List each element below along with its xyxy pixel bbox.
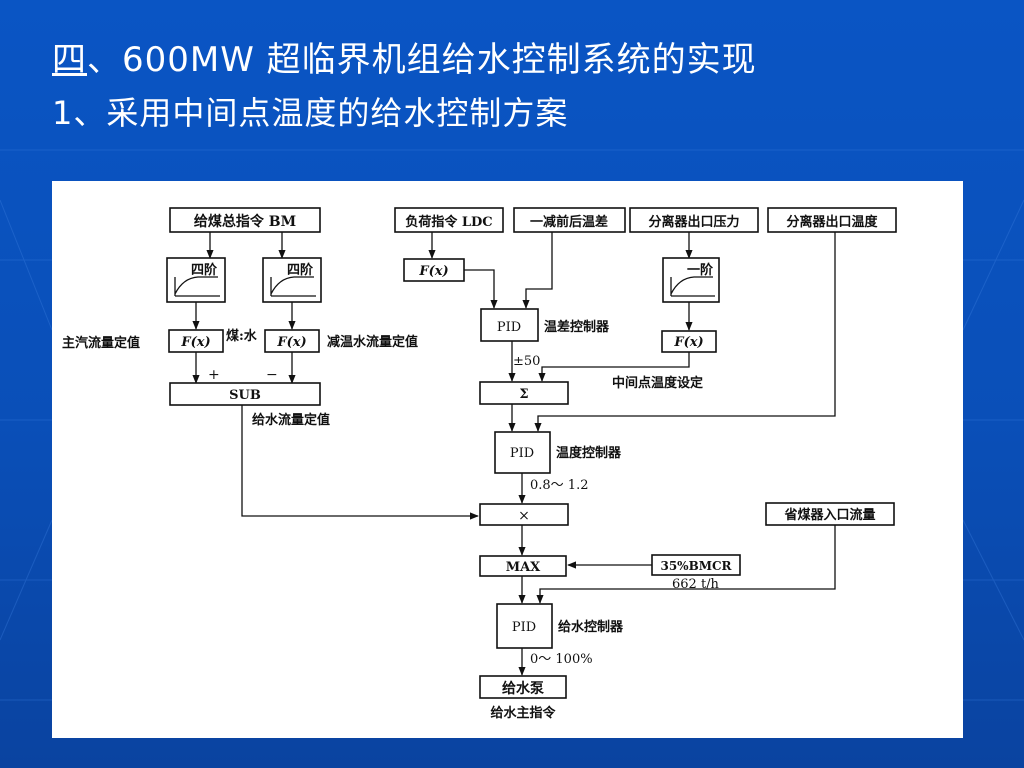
sigma-label: Σ <box>519 387 528 402</box>
pid-temp-box: PID <box>494 431 551 474</box>
slide-title: 四、600MW 超临界机组给水控制系统的实现 <box>52 32 757 81</box>
multiply-label: × <box>518 508 530 524</box>
fx-box-b: F(x) <box>264 329 320 353</box>
separator-temp-box: 分离器出口温度 <box>767 207 897 233</box>
feedwater-flow-setpoint-label: 给水流量定值 <box>252 412 330 428</box>
multiply-box: × <box>479 503 569 526</box>
bmcr-flow-label: 662 t/h <box>672 577 720 592</box>
economizer-flow-box: 省煤器入口流量 <box>765 502 895 526</box>
economizer-flow-label: 省煤器入口流量 <box>783 507 875 523</box>
load-command-label: 负荷指令 LDC <box>405 214 492 230</box>
temp-range-label: 0.8～ 1.2 <box>530 478 588 493</box>
sub-box: SUB <box>169 382 321 406</box>
limit-50-label: ±50 <box>513 354 540 369</box>
signal-lines <box>192 232 836 676</box>
temp-diff-label: 一减前后温差 <box>530 214 608 230</box>
coal-command-label: 给煤总指令 BM <box>194 213 296 230</box>
pid-temp-diff-box: PID <box>480 308 539 342</box>
max-label: MAX <box>506 560 541 575</box>
separator-pressure-label: 分离器出口压力 <box>648 214 739 230</box>
coal-water-ratio-label: 煤:水 <box>226 328 258 344</box>
fx-c-label: F(x) <box>418 264 448 279</box>
pid-fw-label: PID <box>512 620 536 635</box>
diagram-panel: 给煤总指令 BM 四阶 四阶 F(x) F(x) 主汽流量定值 煤:水 减温水流… <box>52 181 963 738</box>
feedwater-range-label: 0～ 100% <box>530 652 593 667</box>
lag4-b-label: 四阶 <box>287 262 314 278</box>
temp-controller-label: 温度控制器 <box>556 445 622 461</box>
bmcr-box: 35%BMCR <box>651 554 741 576</box>
desuperheat-flow-setpoint-label: 减温水流量定值 <box>327 334 418 350</box>
pump-label: 给水泵 <box>502 680 544 697</box>
coal-command-box: 给煤总指令 BM <box>169 207 321 233</box>
feedwater-main-command-label: 给水主指令 <box>490 705 556 721</box>
minus-sign: − <box>266 367 278 383</box>
feedwater-pump-box: 给水泵 <box>479 675 567 699</box>
max-box: MAX <box>479 555 567 577</box>
midpoint-temp-setpoint-label: 中间点温度设定 <box>612 375 703 391</box>
bmcr-label: 35%BMCR <box>660 559 732 573</box>
fx-d-label: F(x) <box>673 335 703 350</box>
main-steam-flow-setpoint-label: 主汽流量定值 <box>62 335 140 351</box>
plus-sign: + <box>208 367 220 383</box>
lag1-label: 一阶 <box>687 262 714 278</box>
fourth-order-lag-a: 四阶 <box>166 257 226 303</box>
pid-feedwater-box: PID <box>496 603 553 649</box>
fx-box-d: F(x) <box>661 330 717 353</box>
sub-label: SUB <box>229 388 261 403</box>
feedwater-control-diagram: 给煤总指令 BM 四阶 四阶 F(x) F(x) 主汽流量定值 煤:水 减温水流… <box>62 207 897 721</box>
separator-pressure-box: 分离器出口压力 <box>629 207 759 233</box>
fx-b-label: F(x) <box>276 335 306 350</box>
fourth-order-lag-b: 四阶 <box>262 257 322 303</box>
feedwater-controller-label: 给水控制器 <box>558 619 624 635</box>
temp-diff-controller-label: 温差控制器 <box>544 319 610 335</box>
slide-title-rest: 、600MW 超临界机组给水控制系统的实现 <box>87 40 757 80</box>
sigma-box: Σ <box>479 381 569 405</box>
pid-temp-label: PID <box>510 446 534 461</box>
fx-box-a: F(x) <box>168 329 224 353</box>
load-command-box: 负荷指令 LDC <box>394 207 504 233</box>
fx-box-c: F(x) <box>403 258 465 282</box>
slide-title-prefix: 四 <box>52 40 87 80</box>
separator-temp-label: 分离器出口温度 <box>786 214 878 230</box>
temp-diff-box: 一减前后温差 <box>513 207 626 233</box>
fx-a-label: F(x) <box>180 335 210 350</box>
pid-diff-label: PID <box>497 320 521 335</box>
first-order-lag: 一阶 <box>662 257 720 303</box>
slide-subtitle: 1、采用中间点温度的给水控制方案 <box>52 94 569 132</box>
lag4-a-label: 四阶 <box>191 262 218 278</box>
